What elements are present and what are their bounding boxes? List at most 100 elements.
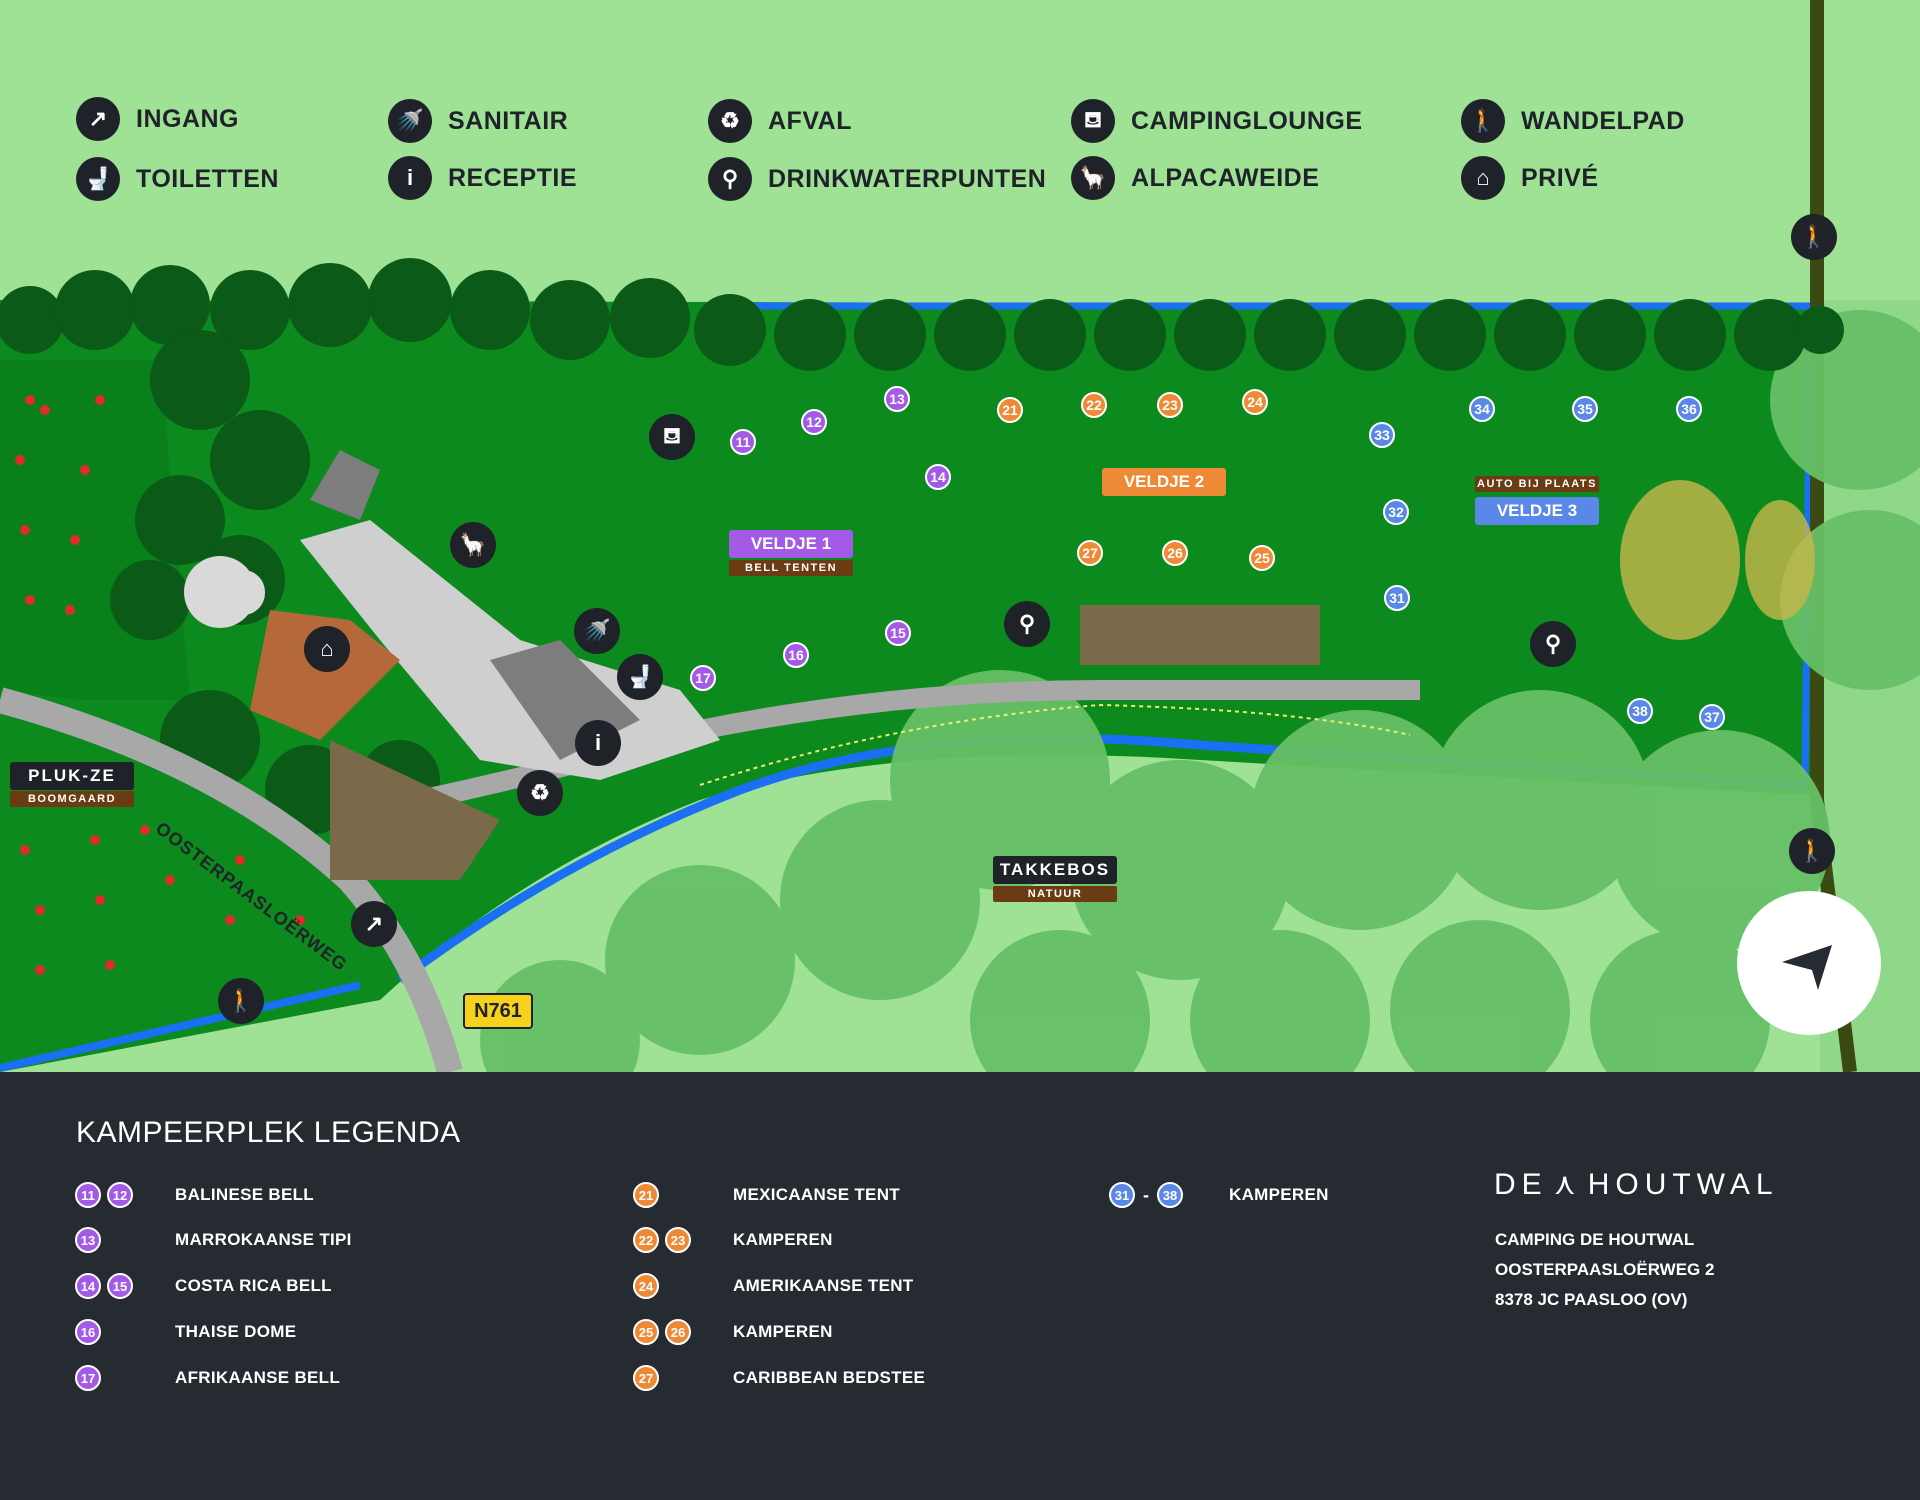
veldje-1-sub: BELL TENTEN	[729, 560, 853, 576]
route-sign: N761	[463, 993, 533, 1029]
pin-17[interactable]: 17	[690, 665, 716, 691]
info-icon: i	[388, 156, 432, 200]
pin-33[interactable]: 33	[1369, 422, 1395, 448]
veldje-3-label: VELDJE 3	[1475, 497, 1599, 525]
pin-16[interactable]: 16	[783, 642, 809, 668]
pin-14[interactable]: 14	[925, 464, 951, 490]
pin-21[interactable]: 21	[997, 397, 1023, 423]
pin-27: 27	[633, 1365, 659, 1391]
legend-title: KAMPEERPLEK LEGENDA	[76, 1116, 461, 1149]
tipi-logo-icon: ⋏	[1553, 1168, 1582, 1201]
pin-31[interactable]: 31	[1384, 585, 1410, 611]
address-line-2: OOSTERPAASLOËRWEG 2	[1495, 1260, 1715, 1279]
legend-receptie: i RECEPTIE	[388, 153, 577, 203]
legend-row: 17 AFRIKAANSE BELL	[75, 1363, 340, 1393]
pin-24[interactable]: 24	[1242, 389, 1268, 415]
legend-prive: ⌂ PRIVÉ	[1461, 153, 1599, 203]
shower-icon: 🚿	[388, 99, 432, 143]
pin-13: 13	[75, 1227, 101, 1253]
legend-row: 16 THAISE DOME	[75, 1317, 296, 1347]
pin-26[interactable]: 26	[1162, 540, 1188, 566]
shower-icon: 🚿	[574, 608, 620, 654]
brand-logo: DE⋏HOUTWAL	[1494, 1168, 1779, 1201]
legend-alpacaweide: 🦙 ALPACAWEIDE	[1071, 153, 1319, 203]
legend-drinkwaterpunten: ⚲ DRINKWATERPUNTEN	[708, 154, 1046, 204]
pin-24: 24	[633, 1273, 659, 1299]
veldje-1-label: VELDJE 1	[729, 530, 853, 558]
pin-38[interactable]: 38	[1627, 698, 1653, 724]
pluk-ze-sub: BOOMGAARD	[10, 791, 134, 807]
pin-25: 25	[633, 1319, 659, 1345]
pin-23: 23	[665, 1227, 691, 1253]
legend-sanitair: 🚿 SANITAIR	[388, 96, 568, 146]
address-line-1: CAMPING DE HOUTWAL	[1495, 1230, 1695, 1249]
pin-15[interactable]: 15	[885, 620, 911, 646]
veldje-3-sub: AUTO BIJ PLAATS	[1475, 476, 1599, 492]
legend-row: 21 MEXICAANSE TENT	[633, 1180, 900, 1210]
pluk-ze-label: PLUK-ZE	[10, 762, 134, 790]
legend-afval: ♻ AFVAL	[708, 96, 852, 146]
legend-ingang: ↗ INGANG	[76, 94, 239, 144]
legend-row: 27 CARIBBEAN BEDSTEE	[633, 1363, 925, 1393]
pin-35[interactable]: 35	[1572, 396, 1598, 422]
private-house-icon: ⌂	[1461, 156, 1505, 200]
pin-17: 17	[75, 1365, 101, 1391]
pin-32[interactable]: 32	[1383, 499, 1409, 525]
pin-31: 31	[1109, 1182, 1135, 1208]
address-line-3: 8378 JC PAASLOO (OV)	[1495, 1290, 1688, 1309]
legend-campinglounge: ⛾ CAMPINGLOUNGE	[1071, 96, 1363, 146]
pin-16: 16	[75, 1319, 101, 1345]
top-legend: ↗ INGANG 🚽 TOILETTEN 🚿 SANITAIR i RECEPT…	[0, 0, 1920, 220]
pin-14: 14	[75, 1273, 101, 1299]
legend-row: 24 AMERIKAANSE TENT	[633, 1271, 913, 1301]
recycle-icon: ♻	[708, 99, 752, 143]
pin-13[interactable]: 13	[884, 386, 910, 412]
pin-12[interactable]: 12	[801, 409, 827, 435]
pin-22[interactable]: 22	[1081, 392, 1107, 418]
campsite-map	[0, 0, 1920, 1072]
pin-15: 15	[107, 1273, 133, 1299]
pin-38: 38	[1157, 1182, 1183, 1208]
legend-row: 13 MARROKAANSE TIPI	[75, 1225, 352, 1255]
legend-wandelpad: 🚶 WANDELPAD	[1461, 96, 1685, 146]
recycle-icon: ♻	[517, 770, 563, 816]
hiker-icon: 🚶	[1791, 214, 1837, 260]
arrow-icon: ↗	[76, 97, 120, 141]
toilet-icon: 🚽	[76, 157, 120, 201]
pin-26: 26	[665, 1319, 691, 1345]
pin-11: 11	[75, 1182, 101, 1208]
pin-34[interactable]: 34	[1469, 396, 1495, 422]
pin-11[interactable]: 11	[730, 429, 756, 455]
pin-27[interactable]: 27	[1077, 540, 1103, 566]
alpaca-icon: 🦙	[1071, 156, 1115, 200]
water-tap-icon: ⚲	[708, 157, 752, 201]
legend-toiletten: 🚽 TOILETTEN	[76, 154, 279, 204]
pin-12: 12	[107, 1182, 133, 1208]
legend-row: 31 - 38 KAMPEREN	[1109, 1180, 1329, 1210]
pin-36[interactable]: 36	[1676, 396, 1702, 422]
hiker-icon: 🚶	[218, 978, 264, 1024]
takkebos-sub: NATUUR	[993, 886, 1117, 902]
water-tap-icon: ⚲	[1004, 601, 1050, 647]
pin-37[interactable]: 37	[1699, 704, 1725, 730]
lounge-icon: ⛾	[649, 414, 695, 460]
hiker-icon: 🚶	[1461, 99, 1505, 143]
pin-23[interactable]: 23	[1157, 392, 1183, 418]
veldje-2-label: VELDJE 2	[1102, 468, 1226, 496]
pin-22: 22	[633, 1227, 659, 1253]
alpaca-icon: 🦙	[450, 522, 496, 568]
private-house-icon: ⌂	[304, 626, 350, 672]
takkebos-label: TAKKEBOS	[993, 856, 1117, 884]
lounge-icon: ⛾	[1071, 99, 1115, 143]
hiker-icon: 🚶	[1789, 828, 1835, 874]
pin-21: 21	[633, 1182, 659, 1208]
water-tap-icon: ⚲	[1530, 621, 1576, 667]
toilet-icon: 🚽	[617, 654, 663, 700]
arrow-icon: ↗	[351, 901, 397, 947]
pin-25[interactable]: 25	[1249, 545, 1275, 571]
